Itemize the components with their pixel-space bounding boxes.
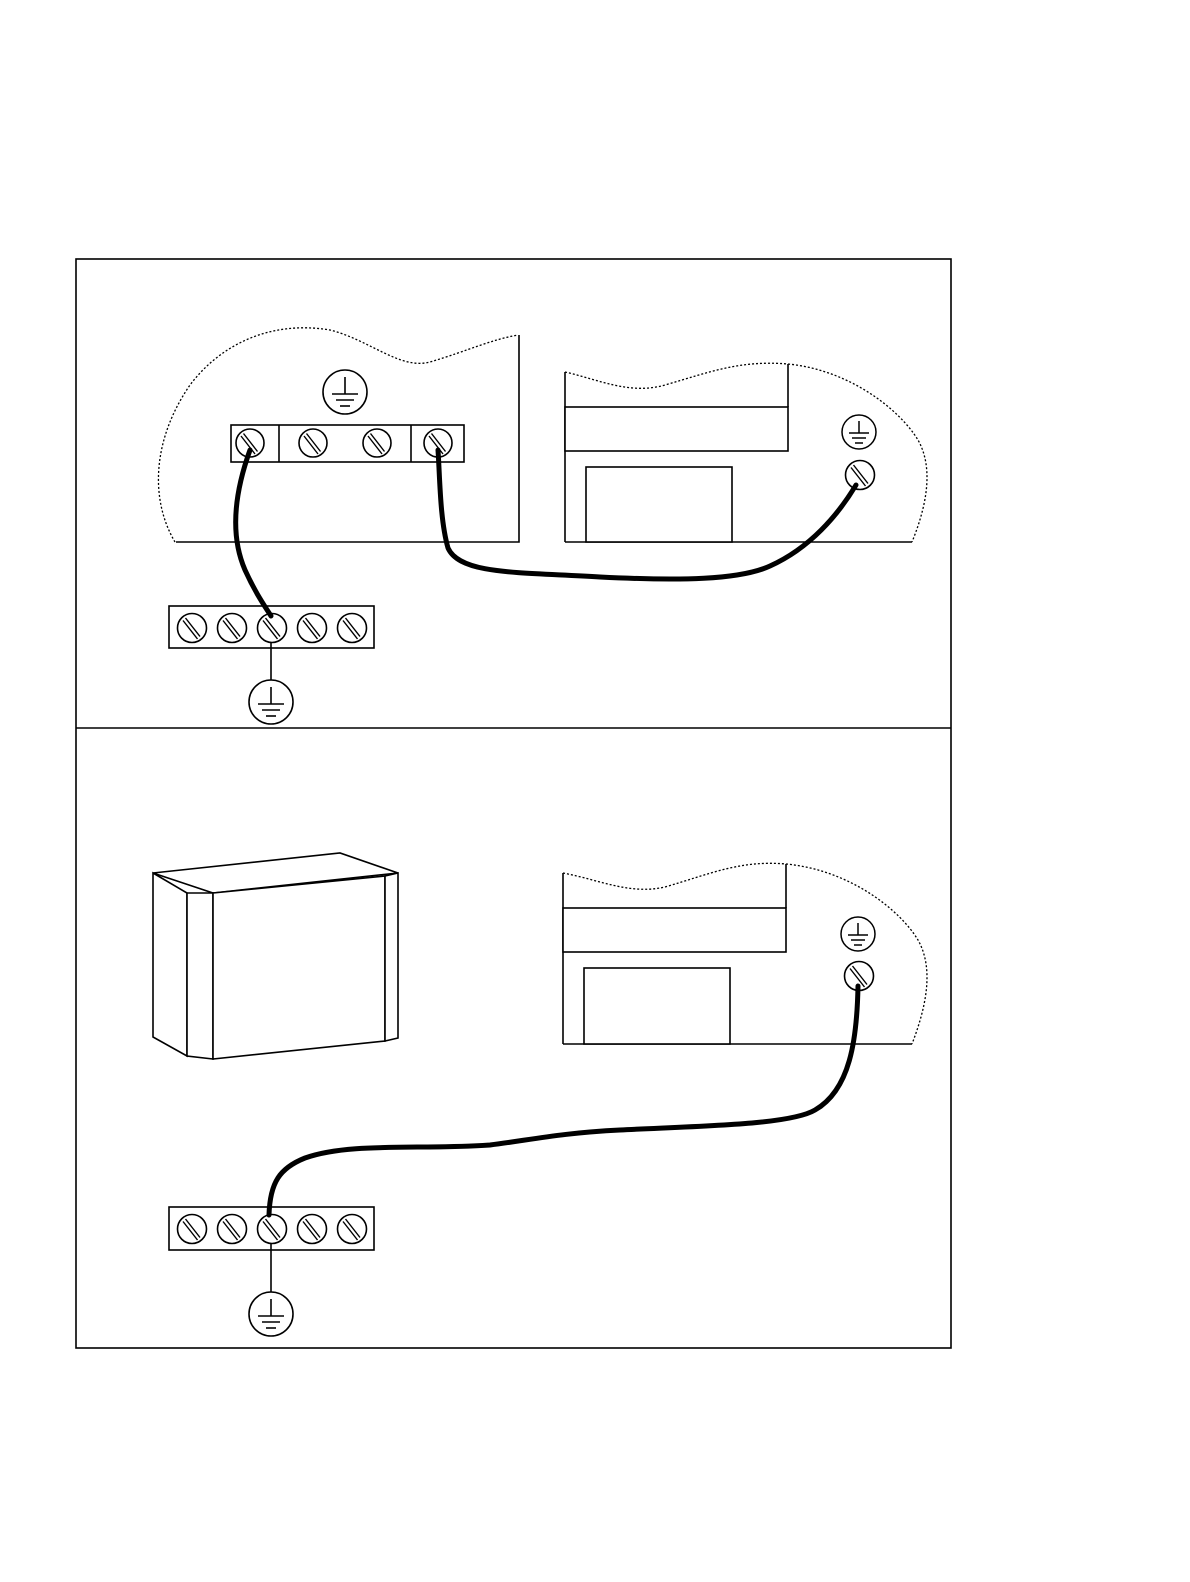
earth-ground-icon — [249, 680, 293, 724]
right-device-rail — [563, 908, 786, 952]
right-device-cutaway — [565, 363, 927, 542]
strip-screw-icon — [178, 1215, 207, 1244]
strip-screw-icon — [298, 614, 327, 643]
strip-screw-icon — [218, 614, 247, 643]
strip-screw-icon — [298, 1215, 327, 1244]
right-device-rail — [565, 407, 788, 451]
chassis-ground-screw-icon — [846, 461, 875, 490]
right-device-module — [584, 968, 730, 1044]
right-device-cutaway-bottom — [563, 863, 927, 1044]
chassis-ground-icon — [841, 917, 875, 951]
strip-screw-icon — [258, 1215, 287, 1244]
chassis-ground-icon — [842, 415, 876, 449]
bottom-panel — [153, 853, 927, 1336]
ground-wire — [236, 450, 271, 616]
strip-screw-icon — [218, 1215, 247, 1244]
strip-screw-icon — [338, 1215, 367, 1244]
closed-enclosure — [153, 853, 398, 1059]
right-device-module — [586, 467, 732, 542]
terminal-strip — [169, 606, 374, 724]
device-screw-icon — [363, 429, 391, 457]
left-device-cutaway — [158, 328, 519, 542]
earth-ground-icon — [249, 1292, 293, 1336]
device-screw-icon — [299, 429, 327, 457]
terminal-strip-bottom — [169, 1207, 374, 1336]
strip-screw-icon — [178, 614, 207, 643]
diagram-frame — [76, 259, 951, 1348]
strip-screw-icon — [338, 614, 367, 643]
top-panel — [158, 328, 927, 724]
device-ground-icon — [323, 370, 367, 414]
